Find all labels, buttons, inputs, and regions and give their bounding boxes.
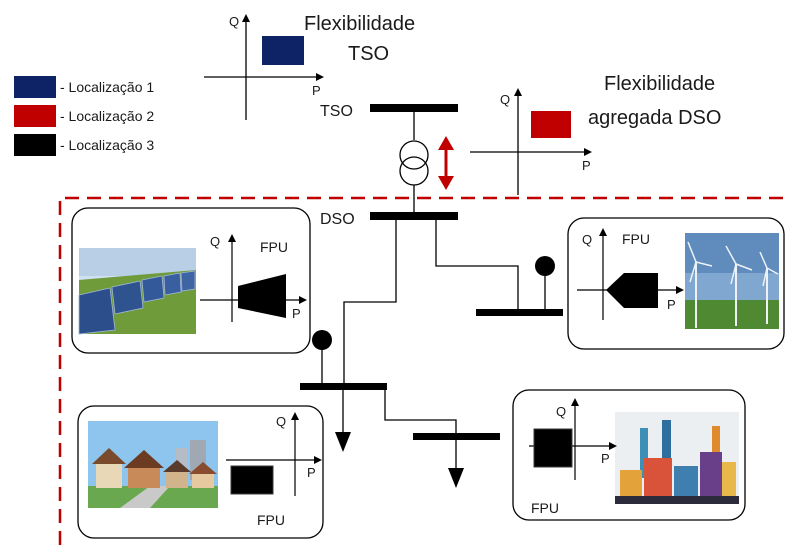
feeder-bus-1 [300, 383, 387, 390]
ind-axis-p: P [601, 451, 610, 466]
legend-label-2: - Localização 2 [60, 108, 154, 124]
legend-label-3: - Localização 3 [60, 137, 154, 153]
wind-axis-p: P [667, 297, 676, 312]
feeder-lines [321, 220, 546, 468]
tso-flex-chart: Q P Flexibilidade TSO [204, 13, 415, 120]
wind-unit: Q P FPU [567, 217, 785, 350]
double-arrow-icon [438, 136, 454, 190]
dso-title-line1: Flexibilidade [604, 73, 715, 95]
dso-agg-flex-chart: Q P Flexibilidade agregada DSO [470, 73, 721, 195]
ind-fpu-region [533, 428, 573, 468]
res-axis-q: Q [276, 414, 286, 429]
tso-flex-region [262, 36, 304, 65]
generator-node-1 [312, 330, 332, 350]
dso-axis-q: Q [500, 92, 510, 107]
solar-axis-p: P [292, 306, 301, 321]
tso-axis-q: Q [229, 14, 239, 29]
legend: - Localização 1 - Localização 2 - Locali… [14, 76, 154, 156]
legend-swatch-3 [14, 134, 56, 156]
wind-axis-q: Q [582, 232, 592, 247]
industrial-unit: Q P FPU [512, 389, 746, 521]
res-fpu-label: FPU [257, 512, 285, 528]
wind-turbines-image [685, 233, 779, 329]
dso-bus [370, 212, 458, 220]
dso-bus-label: DSO [320, 211, 355, 228]
solar-fpu-region [238, 274, 286, 318]
solar-unit: Q P FPU [71, 207, 311, 354]
solar-fpu-label: FPU [260, 239, 288, 255]
tso-bus [370, 104, 458, 112]
res-fpu-region [230, 465, 274, 495]
wind-fpu-label: FPU [622, 231, 650, 247]
dso-boundary [58, 196, 786, 545]
legend-swatch-2 [14, 105, 56, 127]
load-arrow-1 [335, 432, 351, 452]
legend-label-1: - Localização 1 [60, 79, 154, 95]
tso-title-line1: Flexibilidade [304, 13, 415, 35]
feeder-bus-2 [476, 309, 563, 316]
tso-axis-p: P [312, 83, 321, 98]
houses-image [88, 421, 218, 508]
dso-flex-region [531, 111, 571, 138]
load-arrow-2 [448, 468, 464, 488]
res-axis-p: P [307, 465, 316, 480]
solar-panels-image [78, 248, 196, 335]
wind-fpu-region [606, 273, 658, 308]
dso-axis-p: P [582, 158, 591, 173]
factory-image [615, 412, 739, 504]
generator-node-2 [535, 256, 555, 276]
legend-swatch-1 [14, 76, 56, 98]
tso-title-line2: TSO [348, 43, 389, 65]
dso-title-line2: agregada DSO [588, 107, 721, 129]
feeder-bus-3 [413, 433, 500, 440]
ind-axis-q: Q [556, 404, 566, 419]
transformer-icon [399, 140, 429, 186]
ind-fpu-label: FPU [531, 500, 559, 516]
solar-axis-q: Q [210, 234, 220, 249]
tso-bus-label: TSO [320, 103, 353, 120]
residential-unit: Q P FPU [77, 405, 324, 539]
